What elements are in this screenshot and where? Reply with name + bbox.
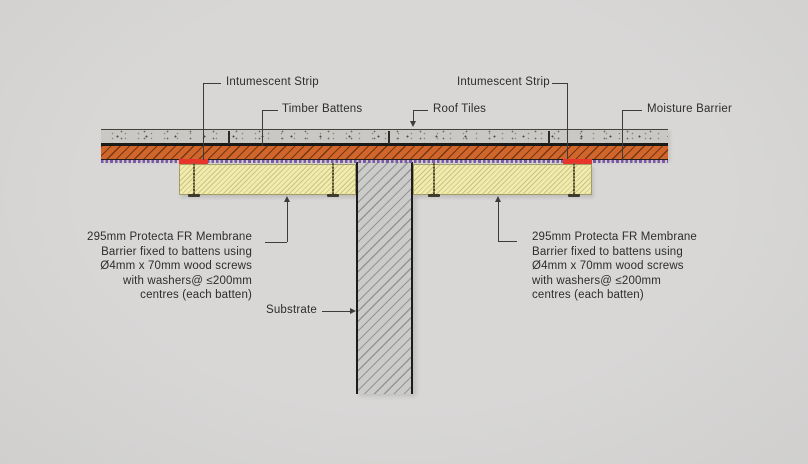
membrane-note-left-arrow — [283, 196, 290, 202]
substrate-arrow — [350, 307, 356, 314]
leader-intumescent-left — [203, 83, 205, 160]
leader-moisture-barrier — [622, 110, 624, 160]
intumescent-strip-right-fill — [563, 159, 592, 164]
leader-membrane-note-left — [265, 241, 287, 243]
note-line: with washers@ ≤200mm — [532, 274, 661, 287]
leader-moisture-barrier — [622, 110, 642, 112]
note-line: 295mm Protecta FR Membrane — [87, 231, 252, 243]
leader-intumescent-right — [552, 83, 568, 85]
wood-screw — [428, 163, 440, 197]
membrane-note-right-arrow — [494, 196, 501, 202]
note-line: Barrier fixed to battens using — [101, 245, 252, 258]
membrane-barrier-right — [413, 163, 592, 195]
note-line: centres (each batten) — [140, 289, 252, 302]
intumescent-strip-left-label: Intumescent Strip — [226, 76, 319, 88]
membrane-note-left: 295mm Protecta FR Membrane Barrier fixed… — [87, 230, 252, 303]
roof-tiles-label: Roof Tiles — [433, 103, 487, 115]
tile-joint — [548, 131, 550, 144]
leader-membrane-note-right — [497, 201, 499, 241]
wood-screw — [568, 163, 580, 197]
leader-membrane-note-left — [286, 201, 288, 242]
leader-roof-tiles — [413, 110, 415, 122]
note-line: Ø4mm x 70mm wood screws — [100, 260, 252, 273]
leader-membrane-note-right — [498, 240, 517, 242]
leader-intumescent-right — [567, 83, 569, 159]
intumescent-strip-right-label: Intumescent Strip — [457, 76, 550, 88]
leader-intumescent-left — [203, 83, 221, 85]
substrate-label: Substrate — [265, 304, 317, 316]
membrane-barrier-left — [179, 163, 356, 195]
note-line: centres (each batten) — [532, 289, 644, 302]
leader-timber-battens — [262, 110, 264, 146]
membrane-note-right: 295mm Protecta FR Membrane Barrier fixed… — [532, 230, 697, 303]
roof-tiles-layer — [101, 129, 668, 146]
substrate-column — [356, 162, 413, 394]
note-line: with washers@ ≤200mm — [123, 274, 252, 287]
wood-screw — [327, 163, 339, 197]
timber-battens-layer — [101, 146, 668, 160]
tile-joint — [228, 131, 230, 144]
timber-battens-label: Timber Battens — [282, 103, 363, 115]
moisture-barrier-label: Moisture Barrier — [647, 103, 732, 115]
wood-screw — [188, 163, 200, 197]
note-line: 295mm Protecta FR Membrane — [532, 231, 697, 243]
leader-timber-battens — [262, 110, 278, 112]
leader-roof-tiles — [413, 110, 428, 112]
moisture-barrier-line — [101, 160, 668, 163]
tile-joint — [388, 131, 390, 144]
intumescent-strip-left-fill — [179, 159, 208, 164]
note-line: Barrier fixed to battens using — [532, 245, 683, 258]
note-line: Ø4mm x 70mm wood screws — [532, 260, 684, 273]
roof-tiles-arrow — [410, 121, 416, 127]
leader-substrate — [322, 310, 351, 312]
